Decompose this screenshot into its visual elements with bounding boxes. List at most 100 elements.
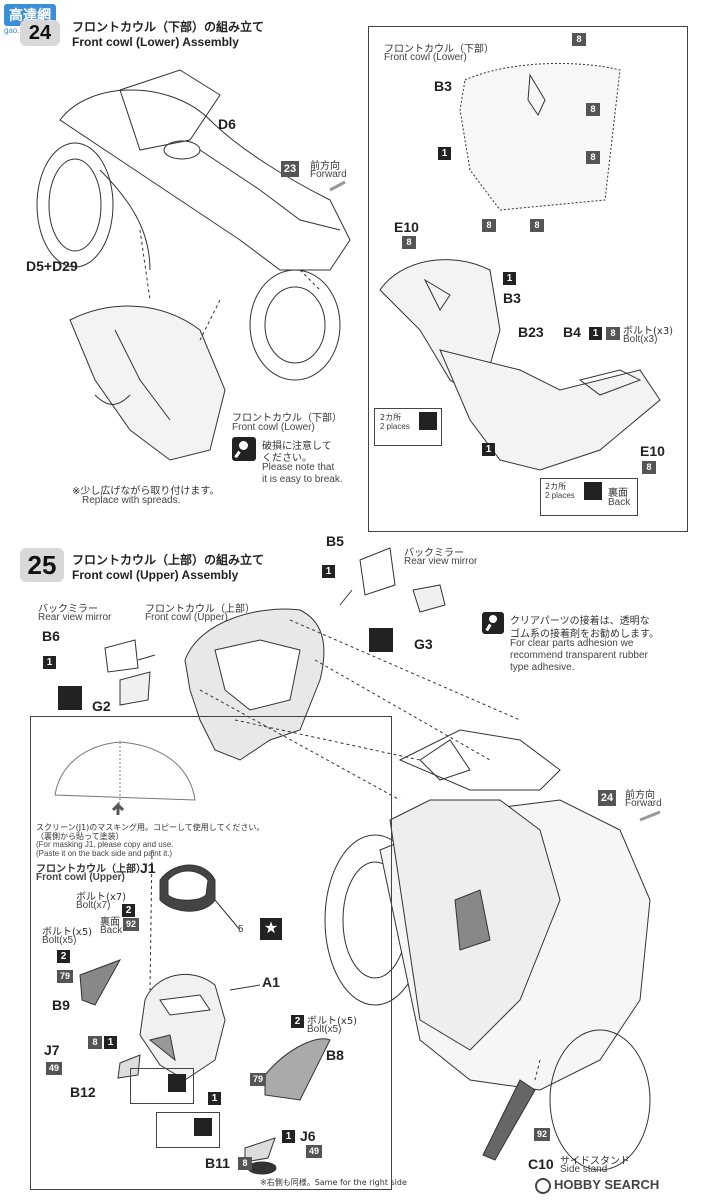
label-e10-top: E10	[394, 219, 419, 235]
label-b11: B11	[205, 1155, 230, 1171]
num-1-b5: 1	[322, 565, 335, 578]
num-1-a: 1	[438, 147, 451, 160]
label-j6: J6	[300, 1128, 316, 1144]
num-1-b: 1	[503, 272, 516, 285]
label-b9: B9	[52, 997, 70, 1013]
rear-mirror-ja: バックミラー	[404, 548, 464, 559]
hobbysearch-logo-icon	[535, 1177, 551, 1194]
ref-step-24: 24	[598, 790, 616, 806]
step-25-title-en: Front cowl (Upper) Assembly	[72, 568, 239, 582]
num-79-b9: 79	[57, 970, 73, 983]
label-b6: B6	[42, 628, 60, 644]
step-25-number: 25	[20, 548, 64, 582]
glue-box-b12	[130, 1068, 194, 1104]
bolt7-ja: ボルト(x7)	[76, 892, 127, 903]
label-c10: C10	[528, 1156, 554, 1172]
caution-ja: 破損に注意して	[262, 441, 332, 452]
label-e10-bottom: E10	[640, 443, 665, 459]
screen-note-en: (For masking J1, please copy and use.	[36, 840, 174, 849]
num-49-j7: 49	[46, 1062, 62, 1075]
num-8-a: 8	[572, 33, 586, 46]
places-en-1: 2 places	[380, 422, 410, 431]
bolt5b-ja: ボルト(x5)	[307, 1016, 358, 1027]
num-1-d: 1	[482, 443, 495, 456]
num-8-e: 8	[530, 219, 544, 232]
num-8-c: 8	[586, 151, 600, 164]
bolt3-en: Bolt(x3)	[623, 334, 658, 345]
side-stand-en: Side stand	[560, 1164, 608, 1175]
rear-mirror2-ja: バックミラー	[38, 604, 98, 615]
right-side-note: ※右側も同様。Same for the right side	[260, 1178, 407, 1187]
label-a1: A1	[262, 974, 280, 990]
places-ja-1: 2カ所	[380, 413, 402, 422]
back-ja: 裏面	[608, 488, 628, 499]
bolt5b-en: Bolt(x5)	[307, 1024, 342, 1035]
num-2-b8: 2	[291, 1015, 304, 1028]
glue-icon-1	[419, 412, 437, 430]
places-box-1	[374, 408, 442, 446]
num-5: 5	[238, 924, 244, 935]
step-24-number: 24	[20, 20, 60, 46]
num-2-j1: 2	[122, 904, 135, 917]
bolt3-ja: ボルト(x3)	[623, 326, 674, 337]
num-8-b11: 8	[238, 1157, 252, 1170]
num-1-j6: 1	[282, 1130, 295, 1143]
forward-en-25: Forward	[625, 798, 662, 809]
places-ja-2: 2カ所	[545, 482, 567, 491]
note-part-en: Front cowl (Lower)	[232, 422, 315, 433]
num-8-h: 8	[642, 461, 656, 474]
step-24-detail-box	[368, 26, 688, 532]
label-j7: J7	[44, 1042, 60, 1058]
num-8-d: 8	[482, 219, 496, 232]
detail-title-ja: フロントカウル（下部）	[384, 44, 494, 55]
places-en-2: 2 places	[545, 491, 575, 500]
label-b8: B8	[326, 1047, 344, 1063]
clear-note-en-2: recommend transparent rubber	[510, 650, 648, 661]
num-8-b: 8	[586, 103, 600, 116]
num-1-a1: 1	[208, 1092, 221, 1105]
label-d6: D6	[218, 116, 236, 132]
clear-note-ja: クリアパーツの接着は、透明な	[510, 616, 650, 627]
forward-ja-24: 前方向	[310, 161, 340, 172]
num-92-j1: 92	[123, 918, 139, 931]
spread-note-ja: ※少し広げながら取り付けます。	[72, 486, 220, 497]
glue-icon-b12	[168, 1074, 186, 1092]
glue-icon-b11	[194, 1118, 212, 1136]
clear-note-en: For clear parts adhesion we	[510, 638, 634, 649]
side-stand-ja: サイドスタンド	[560, 1156, 630, 1167]
caution-en-2: it is easy to break.	[262, 474, 343, 485]
ref-step-23: 23	[281, 161, 299, 177]
forward-en-24: Forward	[310, 169, 347, 180]
caution-ja-2: ください。	[262, 453, 312, 464]
rear-mirror-en: Rear view mirror	[404, 556, 478, 567]
watermark-hobby-search: HOBBY SEARCH	[535, 1177, 659, 1194]
clear-note-ja-2: ゴム系の接着剤をお勧めします。	[510, 629, 659, 640]
caution-icon	[232, 437, 256, 461]
num-2-b9: 2	[57, 950, 70, 963]
label-d5-d29: D5+D29	[26, 258, 78, 274]
back2-en: Back	[100, 925, 123, 936]
sub-title-ja: フロントカウル（上部）	[36, 864, 146, 875]
num-1-j7: 1	[104, 1036, 117, 1049]
places-box-2	[540, 478, 638, 516]
step-24-title-ja: フロントカウル（下部）の組み立て	[72, 20, 265, 34]
bolt7-en: Bolt(x7)	[76, 900, 111, 911]
spread-note-en: Replace with spreads.	[82, 495, 181, 506]
back-en: Back	[608, 497, 631, 508]
glue-icon-2	[584, 482, 602, 500]
bolt5-ja: ボルト(x5)	[42, 927, 93, 938]
label-j1: J1	[140, 860, 156, 876]
label-g3: G3	[414, 636, 433, 652]
watermark-hobby-search-text: HOBBY SEARCH	[554, 1177, 660, 1192]
star-icon: ★	[260, 918, 282, 940]
clear-glue-icon-b5	[369, 628, 393, 652]
forward-ja-25: 前方向	[625, 790, 655, 801]
label-b3-mid: B3	[503, 290, 521, 306]
label-g2: G2	[92, 698, 111, 714]
upper-en: Front cowl (Upper)	[145, 612, 228, 623]
clear-note-en-3: type adhesive.	[510, 662, 575, 673]
step-24-title-en: Front cowl (Lower) Assembly	[72, 35, 239, 49]
label-b3-top: B3	[434, 78, 452, 94]
rear-mirror2-en: Rear view mirror	[38, 612, 112, 623]
num-1-c: 1	[589, 327, 602, 340]
